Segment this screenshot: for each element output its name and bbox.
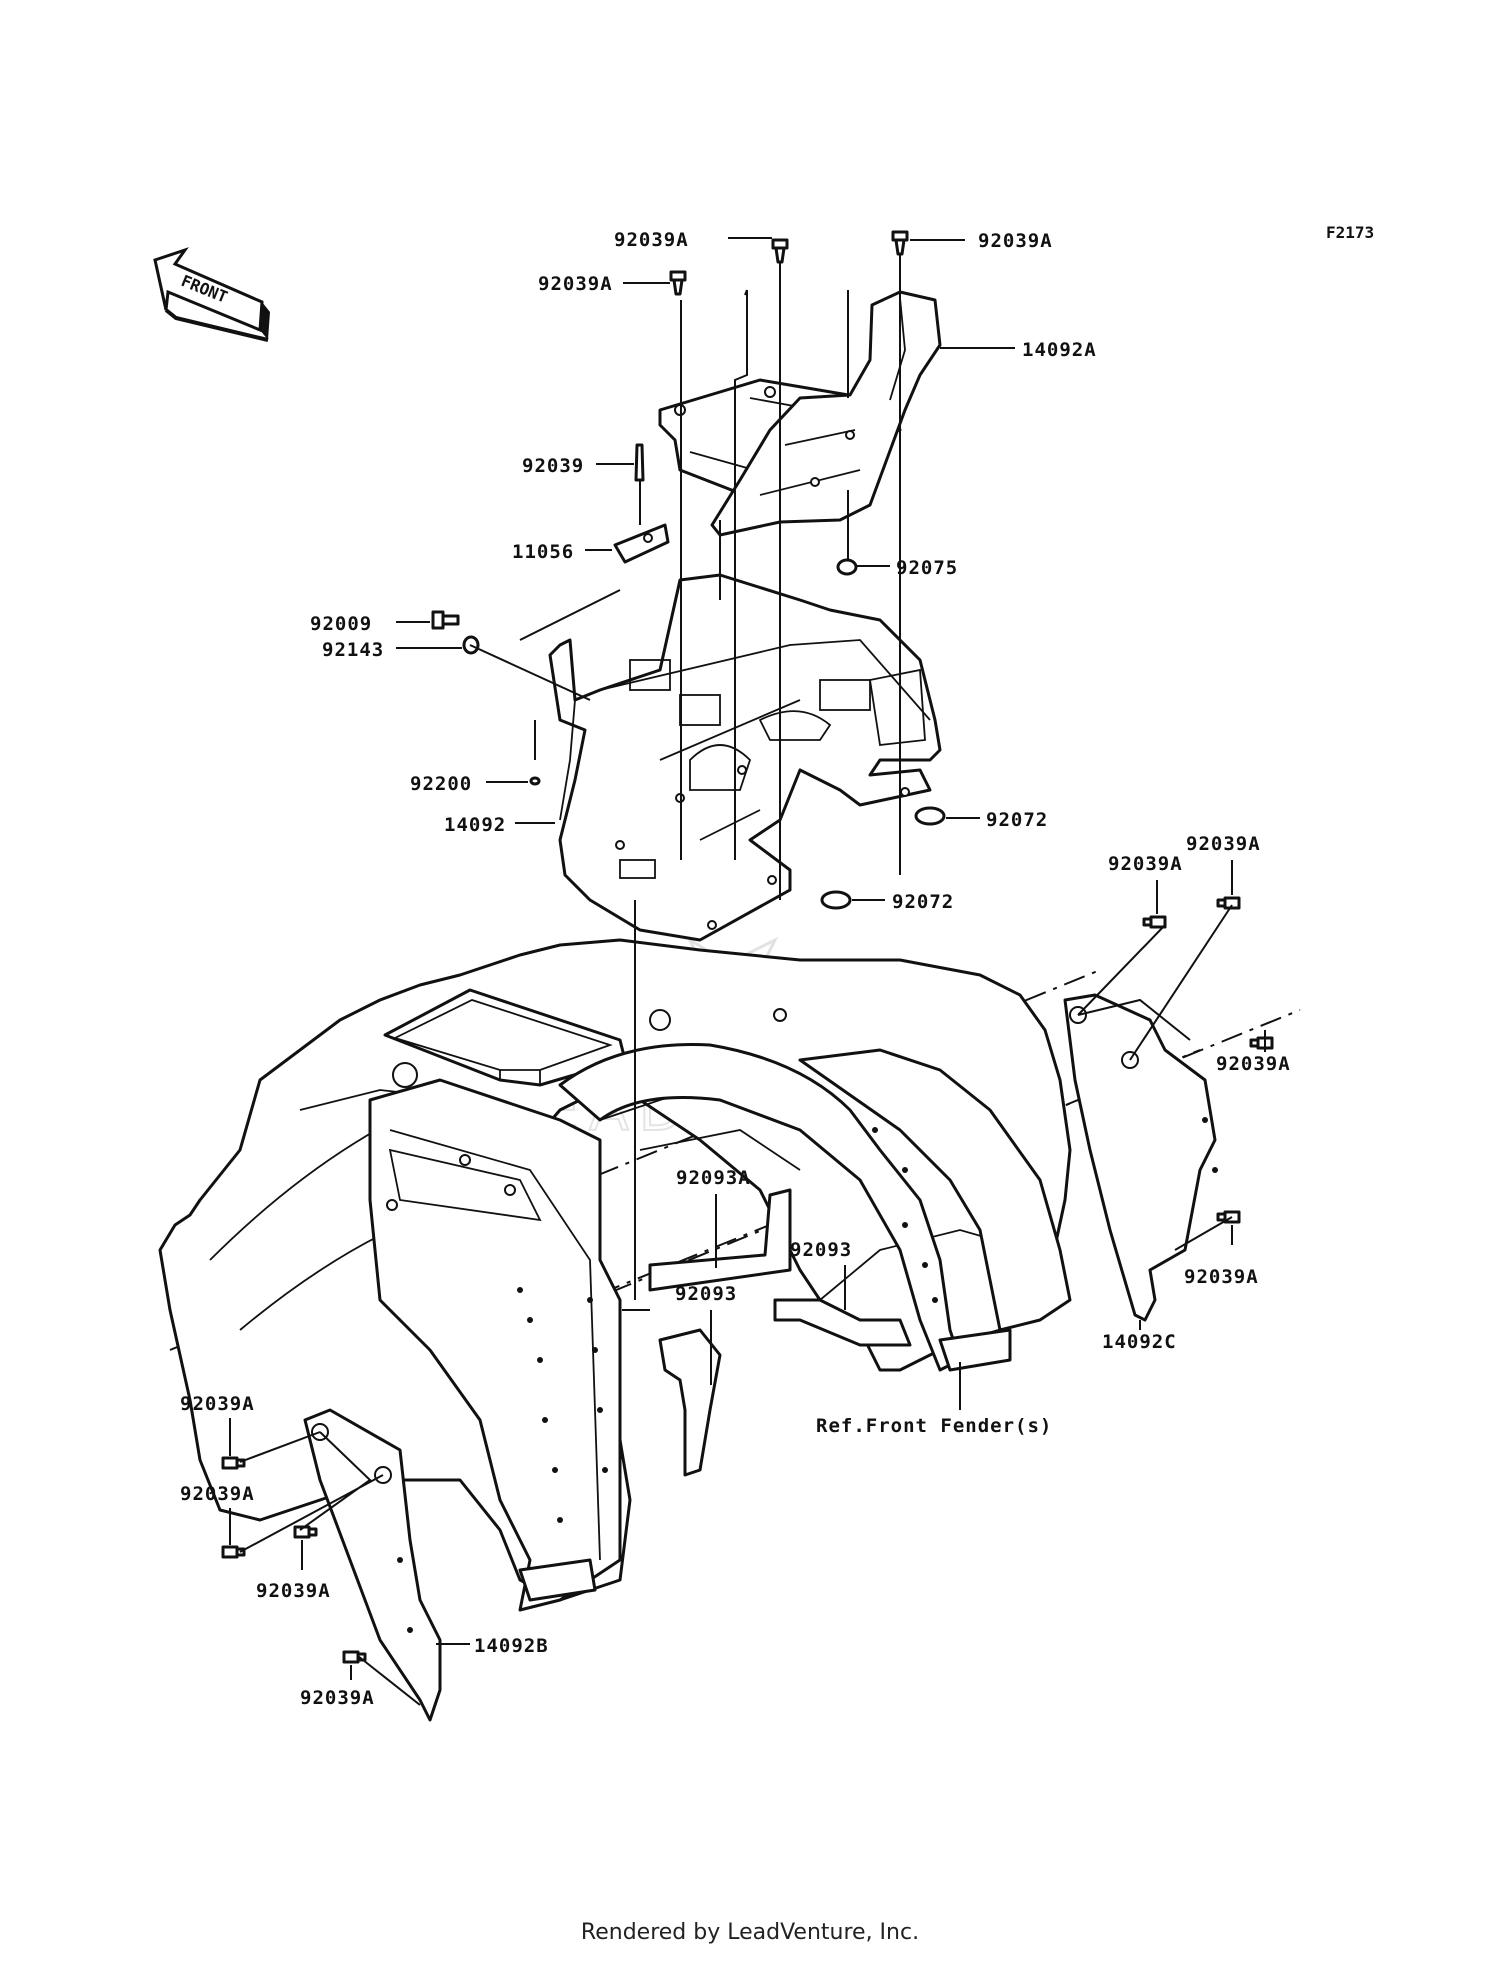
- label-92009: 92009: [310, 613, 372, 635]
- left-inner-fender: [368, 1078, 622, 1612]
- label-92093-1: 92093: [790, 1239, 852, 1261]
- label-92039a-9: 92039A: [180, 1483, 255, 1505]
- right-fender-arch: [558, 1043, 1072, 1372]
- front-arrow-icon: FRONT: [153, 247, 270, 342]
- label-92039a-11: 92039A: [300, 1687, 375, 1709]
- label-ref-front-fender: Ref.Front Fender(s): [816, 1415, 1052, 1437]
- callout-leaders: [229, 237, 1266, 1680]
- strips-92093: [648, 1188, 912, 1477]
- part-labels: 92039A 92039A 92039A 14092A 92039 11056 …: [180, 229, 1291, 1709]
- label-92093a: 92093A: [676, 1167, 751, 1189]
- label-92039a-4: 92039A: [1108, 853, 1183, 875]
- label-92039a-8: 92039A: [180, 1393, 255, 1415]
- label-92200: 92200: [410, 773, 472, 795]
- label-92039a-3: 92039A: [538, 273, 613, 295]
- label-92039a-2: 92039A: [978, 230, 1053, 252]
- tray-14092: [548, 573, 942, 942]
- label-92039: 92039: [522, 455, 584, 477]
- label-14092: 14092: [444, 814, 506, 836]
- assembly-lines: [239, 255, 1233, 1706]
- label-92093-2: 92093: [675, 1283, 737, 1305]
- label-92039a-7: 92039A: [1184, 1266, 1259, 1288]
- label-92039a-5: 92039A: [1186, 833, 1261, 855]
- label-11056: 11056: [512, 541, 574, 563]
- label-92039a-6: 92039A: [1216, 1053, 1291, 1075]
- label-92072-1: 92072: [986, 809, 1048, 831]
- label-92143: 92143: [322, 639, 384, 661]
- label-14092b: 14092B: [474, 1635, 549, 1657]
- label-92075: 92075: [896, 557, 958, 579]
- figure-code: F2173: [1326, 223, 1374, 242]
- label-92072-2: 92072: [892, 891, 954, 913]
- bracket-11056: [613, 523, 670, 564]
- label-92039a-1: 92039A: [614, 229, 689, 251]
- footer-credit: Rendered by LeadVenture, Inc.: [580, 1920, 920, 1945]
- label-92039a-10: 92039A: [256, 1580, 331, 1602]
- label-14092a: 14092A: [1022, 339, 1097, 361]
- label-14092c: 14092C: [1102, 1331, 1177, 1353]
